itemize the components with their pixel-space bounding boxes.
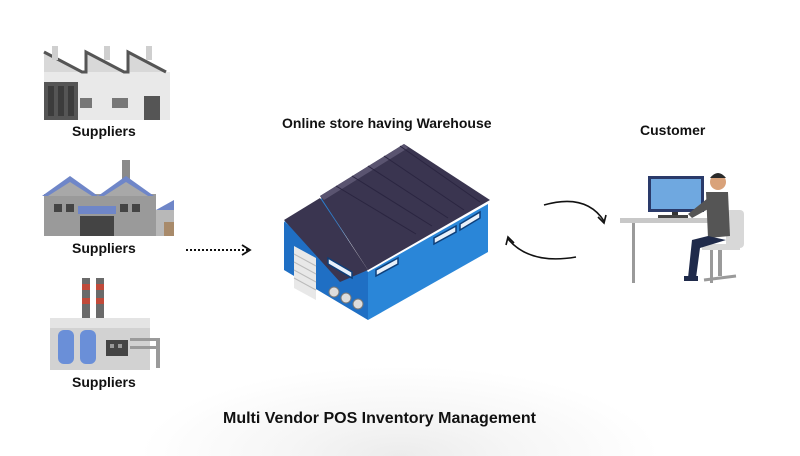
supply-flow-arrow <box>186 244 252 256</box>
exchange-arrows <box>505 200 607 260</box>
factory-sawtooth-icon <box>43 46 170 120</box>
customer-computer-icon <box>620 173 744 283</box>
industrial-plant-icon <box>50 278 160 370</box>
factory-gabled-icon <box>42 160 174 236</box>
supplier-label-1: Suppliers <box>72 123 136 139</box>
diagram-title: Multi Vendor POS Inventory Management <box>223 410 536 427</box>
warehouse-icon <box>284 144 490 320</box>
customer-label: Customer <box>640 122 706 138</box>
supplier-label-2: Suppliers <box>72 240 136 256</box>
warehouse-label: Online store having Warehouse <box>282 115 492 131</box>
supplier-label-3: Suppliers <box>72 374 136 390</box>
